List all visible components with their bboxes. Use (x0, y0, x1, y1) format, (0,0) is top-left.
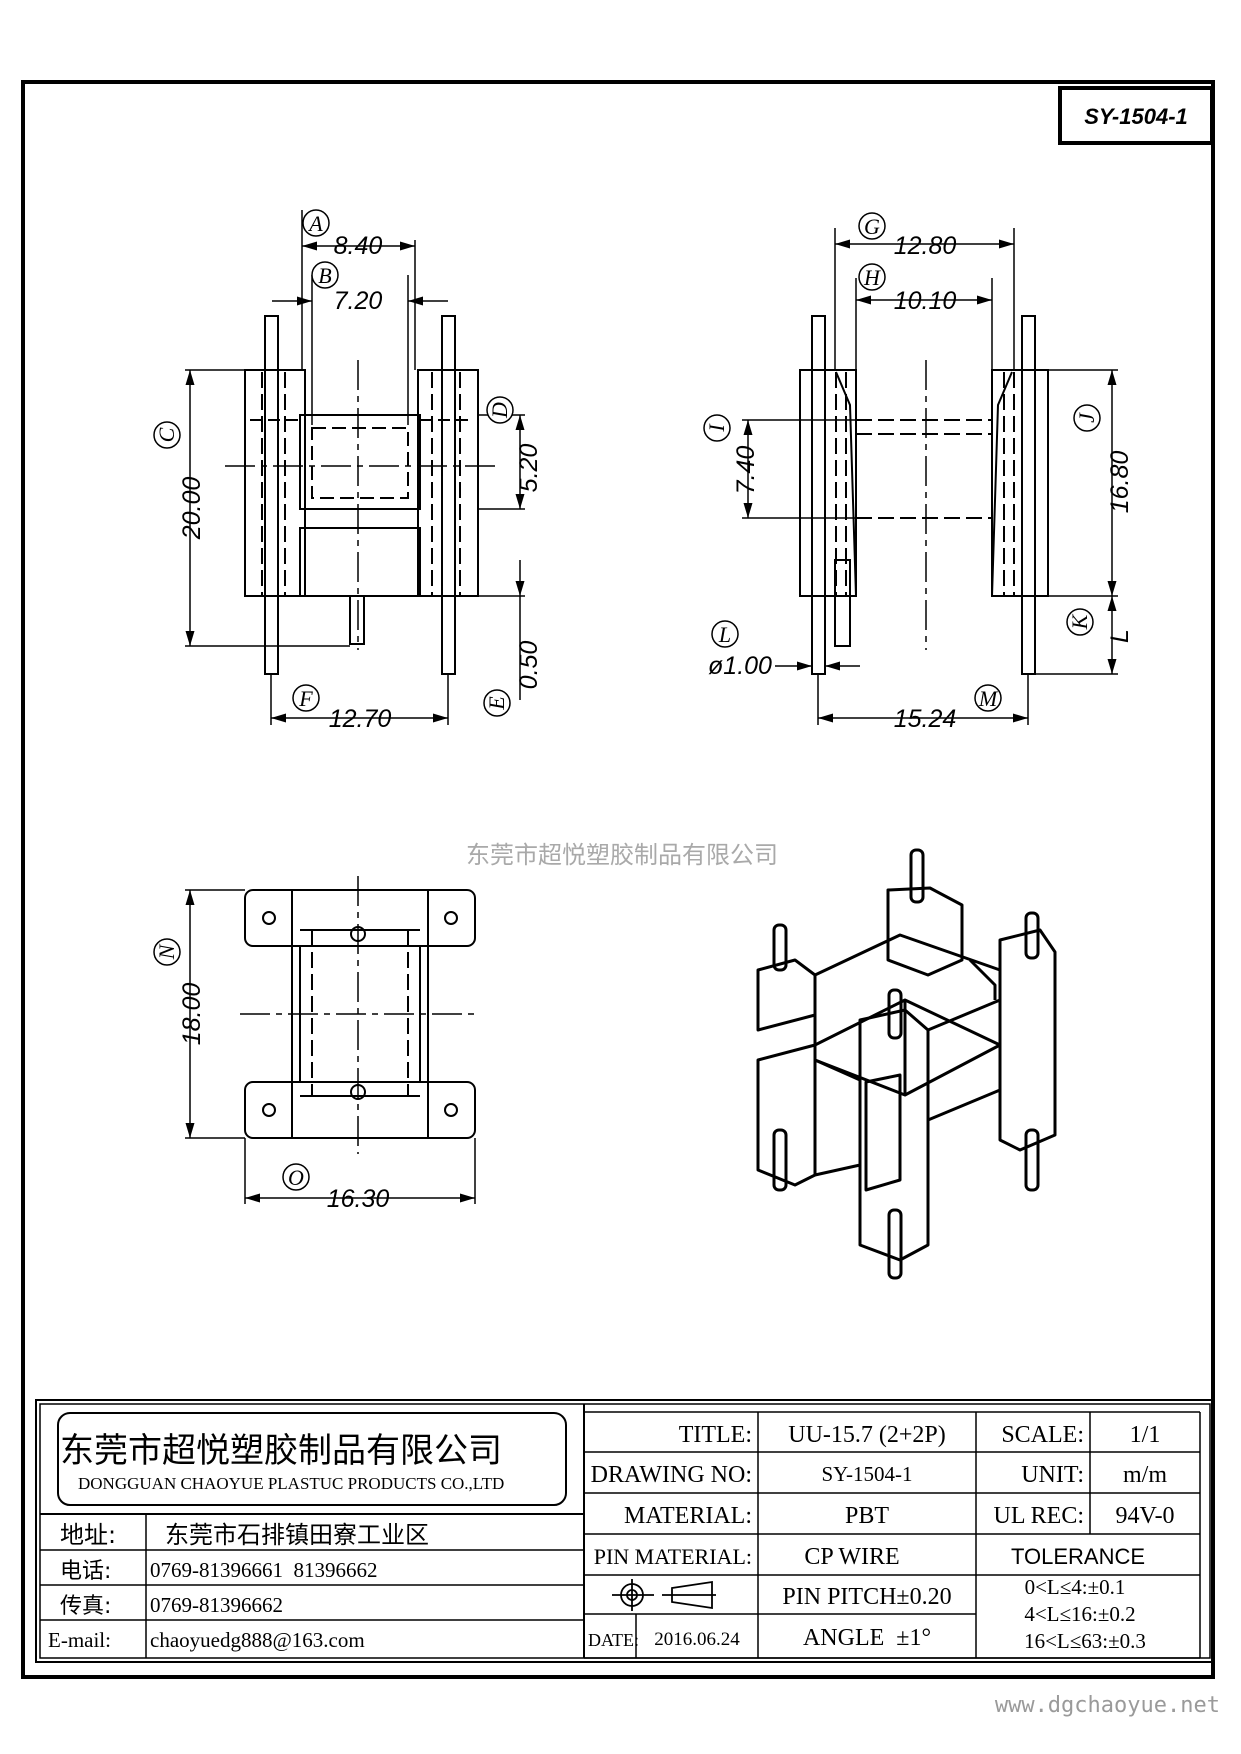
date-value: 2016.06.24 (654, 1629, 740, 1650)
dim-a: 8.40 (334, 232, 383, 260)
side-view (799, 315, 1049, 675)
bottom-dimensions (185, 889, 476, 1204)
label-h: H (863, 265, 881, 290)
label-e: E (484, 696, 509, 711)
bottom-view (240, 876, 480, 1154)
unit-label: UNIT: (1021, 1462, 1084, 1488)
material-value: PBT (845, 1503, 889, 1529)
drawing-no-label: DRAWING NO: (591, 1462, 752, 1488)
angle: ANGLE ±1° (803, 1625, 931, 1651)
bottom-labels: N 18.00 O 16.30 (153, 938, 390, 1213)
email-label: E-mail: (48, 1628, 111, 1652)
sheet-border (21, 80, 1215, 1679)
tolerance-range-2: 4<L≤16:±0.2 (1024, 1602, 1135, 1626)
label-i: I (704, 423, 729, 433)
title-block (35, 1399, 1215, 1663)
watermark: 东莞市超悦塑胶制品有限公司 (466, 841, 778, 869)
dim-o: 16.30 (327, 1185, 390, 1213)
dim-e: 0.50 (515, 641, 543, 690)
label-j: J (1074, 412, 1099, 423)
company-name-cn: 东莞市超悦塑胶制品有限公司 (60, 1431, 502, 1471)
label-l: L (718, 622, 731, 647)
label-f: F (298, 686, 313, 711)
dim-i: 7.40 (732, 446, 760, 495)
dim-m: 15.24 (894, 705, 957, 733)
dim-n: 18.00 (178, 983, 206, 1046)
dim-l: ø1.00 (708, 652, 772, 680)
pin-pitch: PIN PITCH±0.20 (782, 1584, 951, 1610)
dim-h: 10.10 (894, 287, 957, 315)
scale-value: 1/1 (1130, 1422, 1161, 1448)
label-n: N (154, 943, 179, 960)
drawing-code: SY-1504-1 (1084, 104, 1188, 129)
dim-k: L (1106, 629, 1134, 643)
title-label: TITLE: (679, 1422, 752, 1448)
ul-label: UL REC: (994, 1503, 1084, 1529)
dim-g: 12.80 (894, 232, 957, 260)
isometric-view (756, 848, 1057, 1280)
title-value: UU-15.7 (2+2P) (788, 1422, 946, 1448)
label-c: C (154, 427, 179, 442)
tolerance-label: TOLERANCE (1011, 1544, 1145, 1569)
label-b: B (318, 263, 331, 288)
label-d: D (487, 402, 512, 419)
label-o: O (288, 1165, 304, 1190)
dim-f: 12.70 (329, 705, 392, 733)
fax-value: 0769-81396662 (150, 1593, 283, 1617)
drawing-code-box: SY-1504-1 (1058, 86, 1214, 145)
label-k: K (1067, 613, 1092, 630)
drawing-no-value: SY-1504-1 (821, 1462, 912, 1486)
scale-label: SCALE: (1001, 1422, 1084, 1448)
dim-d: 5.20 (515, 444, 543, 493)
side-dimensions (742, 228, 1118, 725)
footer-url: www.dgchaoyue.net (995, 1693, 1220, 1718)
address-label: 地址: (60, 1521, 116, 1549)
label-g: G (864, 214, 880, 239)
dim-j: 16.80 (1106, 451, 1134, 514)
phone-label: 电话: (60, 1559, 111, 1584)
pin-material-value: CP WIRE (804, 1544, 899, 1570)
tolerance-range-1: 0<L≤4:±0.1 (1025, 1575, 1126, 1599)
fax-label: 传真: (60, 1594, 111, 1619)
side-labels: G 12.80 H 10.10 I 7.40 J 16.80 K L L ø1.… (703, 212, 1134, 733)
front-view (225, 315, 500, 675)
dim-b: 7.20 (334, 287, 383, 315)
dim-c: 20.00 (178, 477, 206, 541)
email-value: chaoyuedg888@163.com (150, 1628, 365, 1652)
address-value: 东莞市石排镇田寮工业区 (165, 1521, 429, 1549)
material-label: MATERIAL: (624, 1503, 752, 1529)
label-a: A (307, 211, 323, 236)
label-m: M (978, 686, 999, 711)
front-labels: A 8.40 B 7.20 C 20.00 D 5.20 E 0.50 F 12… (153, 209, 543, 733)
ul-value: 94V-0 (1115, 1503, 1174, 1529)
projection-symbol-icon (612, 1579, 716, 1611)
tolerance-range-3: 16<L≤63:±0.3 (1024, 1629, 1146, 1653)
date-label: DATE: (588, 1630, 639, 1650)
unit-value: m/m (1123, 1462, 1167, 1488)
phone-value: 0769-81396661 81396662 (150, 1558, 378, 1582)
pin-material-label: PIN MATERIAL: (594, 1544, 752, 1569)
company-name-en: DONGGUAN CHAOYUE PLASTUC PRODUCTS CO.,LT… (78, 1474, 504, 1493)
title-block-text: 东莞市超悦塑胶制品有限公司 DONGGUAN CHAOYUE PLASTUC P… (48, 1422, 1175, 1653)
front-dimensions (185, 210, 525, 725)
